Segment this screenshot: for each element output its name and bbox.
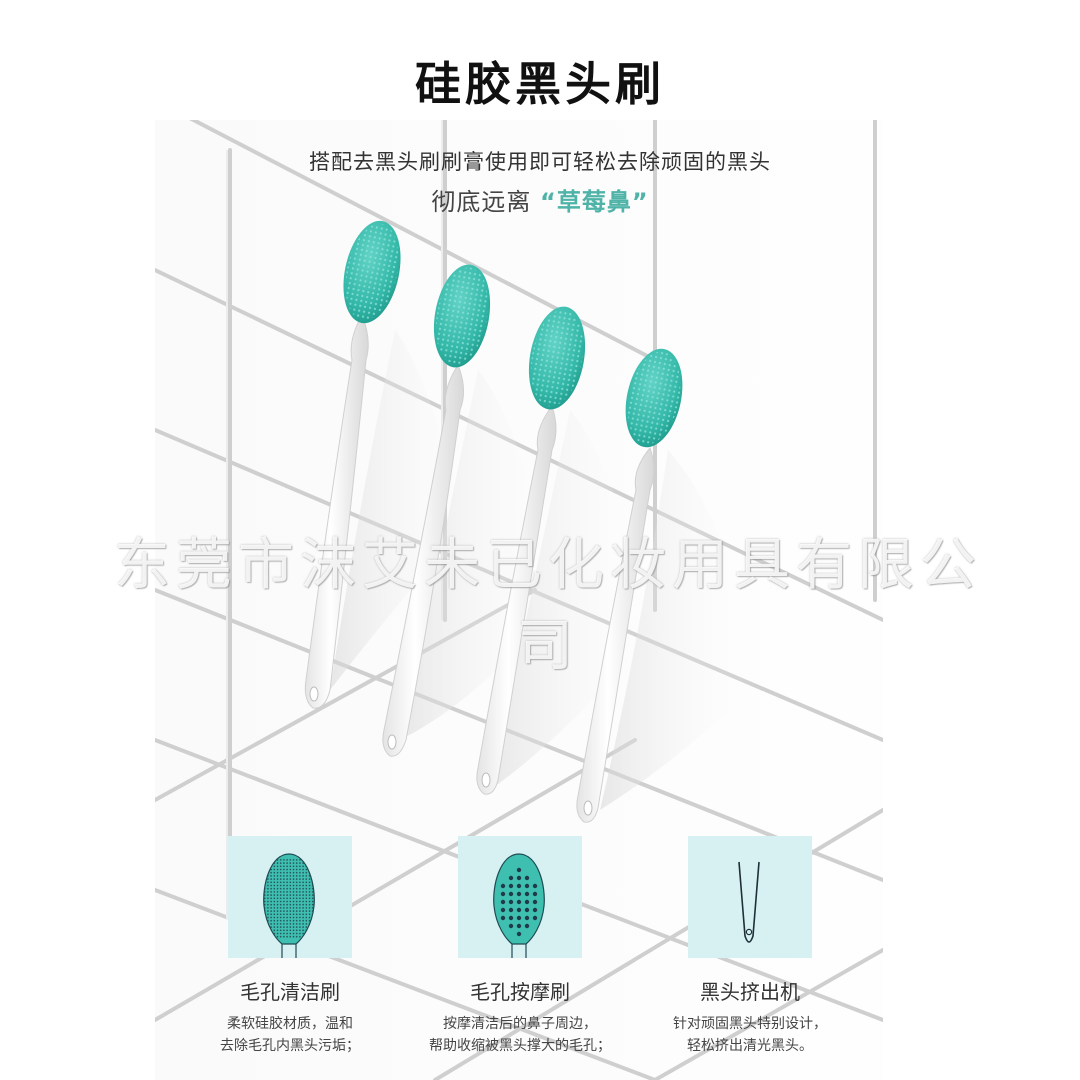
feature-blackhead-extractor: 黑头挤出机 针对顽固黑头特别设计， 轻松挤出清光黑头。 [630, 836, 870, 1057]
feature-description: 柔软硅胶材质，温和 去除毛孔内黑头污垢； [170, 1013, 410, 1057]
feature-pore-cleansing: 毛孔清洁刷 柔软硅胶材质，温和 去除毛孔内黑头污垢； [170, 836, 410, 1057]
subtitle-accent: “草莓鼻” [540, 188, 649, 216]
feature-name: 黑头挤出机 [700, 980, 800, 1004]
feature-name: 毛孔按摩刷 [470, 980, 570, 1004]
feature-name: 毛孔清洁刷 [240, 980, 340, 1004]
pore-massage-brush-icon [493, 853, 545, 958]
feature-description: 针对顽固黑头特别设计， 轻松挤出清光黑头。 [630, 1013, 870, 1057]
feature-card-2 [458, 836, 582, 958]
feature-card-3 [688, 836, 812, 958]
feature-description: 按摩清洁后的鼻子周边， 帮助收缩被黑头撑大的毛孔； [400, 1013, 640, 1057]
feature-card-1 [228, 836, 352, 958]
subtitle-prefix: 彻底远离 [431, 188, 532, 216]
subtitle-line-1: 搭配去黑头刷刷膏使用即可轻松去除顽固的黑头 [309, 150, 771, 174]
page-title: 硅胶黑头刷 [415, 57, 665, 111]
subtitle-line-2: 彻底远离 “草莓鼻” [0, 182, 1080, 217]
feature-pore-massage: 毛孔按摩刷 按摩清洁后的鼻子周边， 帮助收缩被黑头撑大的毛孔； [400, 836, 640, 1057]
pore-cleansing-brush-icon [263, 853, 315, 958]
blackhead-extractor-icon [738, 861, 760, 943]
feature-desc-line: 轻松挤出清光黑头。 [687, 1038, 813, 1054]
feature-desc-line: 柔软硅胶材质，温和 [227, 1016, 353, 1032]
feature-desc-line: 针对顽固黑头特别设计， [673, 1016, 827, 1032]
feature-desc-line: 帮助收缩被黑头撑大的毛孔； [429, 1038, 611, 1054]
feature-desc-line: 去除毛孔内黑头污垢； [220, 1038, 360, 1054]
feature-desc-line: 按摩清洁后的鼻子周边， [443, 1016, 597, 1032]
